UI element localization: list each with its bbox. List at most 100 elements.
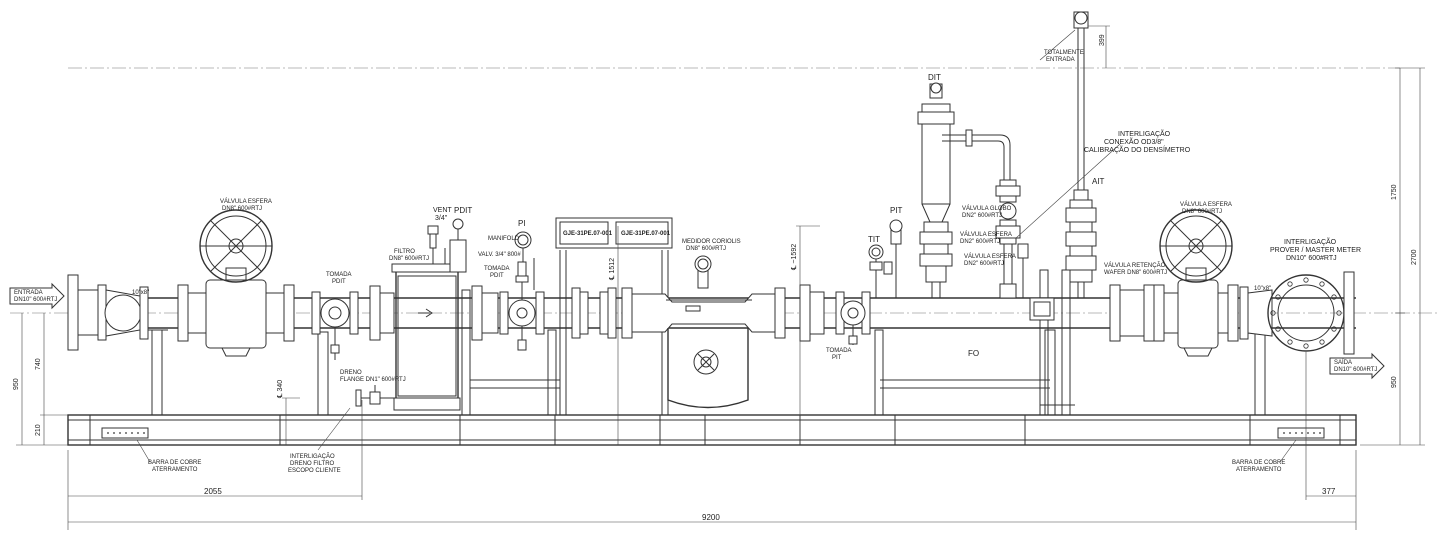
ball-valve-left bbox=[177, 267, 295, 357]
label-prover-2: PROVER / MASTER METER bbox=[1270, 247, 1361, 254]
label-dit: DIT bbox=[928, 73, 941, 82]
label-filtro-spec: DN8" 600#RTJ bbox=[389, 256, 429, 262]
label-filtro: FILTRO bbox=[394, 249, 415, 255]
handwheel-right bbox=[1159, 209, 1233, 283]
label-reducer-left: 10"x8" bbox=[132, 290, 149, 296]
label-cl-1512: ℄ 1512 bbox=[609, 258, 616, 281]
check-valve bbox=[1109, 284, 1155, 342]
label-totalmente-2: ENTRADA bbox=[1046, 57, 1075, 63]
coriolis-meter bbox=[621, 255, 786, 409]
dim-950-left: 950 bbox=[13, 378, 20, 390]
label-valvula-esfera-a: VÁLVULA ESFERA bbox=[960, 231, 1012, 238]
label-tag2: GJE-31PE.07-001 bbox=[621, 231, 671, 237]
ball-valve-right bbox=[1153, 267, 1239, 357]
label-tag1: GJE-31PE.07-001 bbox=[563, 231, 613, 237]
label-prover-1: INTERLIGAÇÃO bbox=[1284, 237, 1337, 246]
ball-valve-small bbox=[1017, 243, 1029, 298]
label-interligacao-2: CONEXÃO OD3/8" bbox=[1104, 137, 1164, 146]
label-entrada-spec: DN10" 600#RTJ bbox=[14, 297, 57, 303]
label-saida: SAÍDA bbox=[1334, 359, 1352, 366]
label-interligacao-3: CALIBRAÇÃO DO DENSÍMETRO bbox=[1084, 145, 1191, 154]
label-tomada-pdit2-sub: PDIT bbox=[490, 273, 504, 279]
label-cl-1592: ℄ ~1592 bbox=[791, 244, 798, 271]
pit-transmitter bbox=[883, 219, 903, 298]
dim-1750: 1750 bbox=[1391, 184, 1398, 200]
label-interl-dreno-1: INTERLIGAÇÃO bbox=[290, 453, 335, 460]
label-tomada-pit-sub: PIT bbox=[832, 355, 842, 361]
drain-valve bbox=[355, 385, 396, 407]
label-pdit: PDIT bbox=[454, 206, 472, 215]
base-skid bbox=[67, 414, 1357, 446]
handwheel-left bbox=[199, 209, 273, 283]
inlet-reducer bbox=[104, 286, 149, 340]
label-tomada-pit: TOMADA bbox=[826, 348, 852, 354]
label-valvula-esfera-a-spec: DN2" 600#RTJ bbox=[960, 239, 1000, 245]
label-vent-size: 3/4" bbox=[435, 215, 448, 222]
tag-frame bbox=[555, 217, 673, 415]
label-valvula-retencao: VÁLVULA RETENÇÃO bbox=[1104, 262, 1166, 269]
label-totalmente-1: TOTALMENTE bbox=[1044, 50, 1084, 56]
label-valve-left-title: VÁLVULA ESFERA bbox=[220, 198, 272, 205]
tit-transmitter bbox=[868, 244, 884, 298]
label-barra-left-2: ATERRAMENTO bbox=[152, 467, 198, 473]
dim-210: 210 bbox=[35, 424, 42, 436]
filter-vessel bbox=[391, 218, 467, 411]
pit-tap bbox=[835, 291, 871, 345]
pdit-tap-left bbox=[311, 291, 359, 360]
inlet-flange bbox=[67, 274, 107, 351]
label-valvula-esfera-b: VÁLVULA ESFERA bbox=[964, 253, 1016, 260]
ground-bar-left bbox=[101, 427, 149, 439]
label-tit: TIT bbox=[868, 235, 880, 244]
label-medidor: MEDIDOR CORIOLIS bbox=[682, 239, 741, 245]
label-valve-left-spec: DN8" 600#RTJ bbox=[222, 206, 262, 212]
label-reducer-right: 10"x8" bbox=[1254, 286, 1271, 292]
label-fo: FO bbox=[968, 349, 979, 358]
prover-flange bbox=[1239, 271, 1355, 355]
label-tomada-pdit-sub: PDIT bbox=[332, 279, 346, 285]
fo-box bbox=[1029, 297, 1055, 321]
dimension-values: 399 1750 2700 950 950 740 210 2055 377 9… bbox=[13, 34, 1418, 522]
ground-bar-right bbox=[1277, 427, 1325, 439]
label-tomada-pdit2: TOMADA bbox=[484, 266, 510, 272]
label-barra-left-1: BARRA DE COBRE bbox=[148, 460, 201, 466]
label-medidor-spec: DN8" 600#RTJ bbox=[686, 246, 726, 252]
label-valvula-retencao-spec: WAFER DN8" 600#RTJ bbox=[1104, 270, 1167, 276]
dim-399: 399 bbox=[1099, 34, 1106, 46]
label-vent: VENT bbox=[433, 207, 452, 214]
label-cl-340: ℄ 340 bbox=[277, 380, 284, 399]
filter-flanges bbox=[369, 285, 395, 341]
label-valvula-globo-spec: DN2" 600#RTJ bbox=[962, 213, 1002, 219]
label-pi: PI bbox=[518, 219, 526, 228]
dit-column bbox=[917, 82, 1011, 298]
dim-2700: 2700 bbox=[1411, 249, 1418, 265]
downstream-flanges bbox=[799, 284, 825, 342]
label-valvula-esfera-b-spec: DN2" 600#RTJ bbox=[964, 261, 1004, 267]
label-manifold: MANIFOLD bbox=[488, 236, 520, 242]
label-dreno-2: FLANGE DN1" 600#RTJ bbox=[340, 377, 406, 383]
label-interl-dreno-3: ESCOPO CLIENTE bbox=[288, 468, 341, 474]
dim-377: 377 bbox=[1322, 487, 1336, 496]
label-ait: AIT bbox=[1092, 177, 1105, 186]
annotations: ENTRADA DN10" 600#RTJ SAÍDA DN10" 600#RT… bbox=[14, 50, 1377, 474]
label-barra-right-2: ATERRAMENTO bbox=[1236, 467, 1282, 473]
inlet-arrow bbox=[9, 282, 65, 310]
globe-valve bbox=[995, 179, 1021, 299]
outlet-arrow bbox=[1329, 352, 1385, 380]
label-prover-3: DN10" 600#RTJ bbox=[1286, 255, 1337, 262]
label-tomada-pdit: TOMADA bbox=[326, 272, 352, 278]
dimension-lines bbox=[16, 25, 1425, 530]
upstream-flanges bbox=[571, 287, 617, 339]
label-interl-dreno-2: DRENO FILTRO bbox=[290, 461, 335, 467]
label-valvula-globo: VÁLVULA GLOBO bbox=[962, 205, 1012, 212]
label-pit: PIT bbox=[890, 206, 903, 215]
ait-mast bbox=[1065, 11, 1097, 298]
dim-740: 740 bbox=[35, 358, 42, 370]
dim-9200: 9200 bbox=[702, 513, 720, 522]
pi-manifold bbox=[499, 231, 545, 351]
label-entrada: ENTRADA bbox=[14, 290, 43, 296]
label-valv-3-4: VALV. 3/4" 800# bbox=[478, 252, 521, 258]
dim-950-right: 950 bbox=[1391, 376, 1398, 388]
label-valve-right-title: VÁLVULA ESFERA bbox=[1180, 201, 1232, 208]
